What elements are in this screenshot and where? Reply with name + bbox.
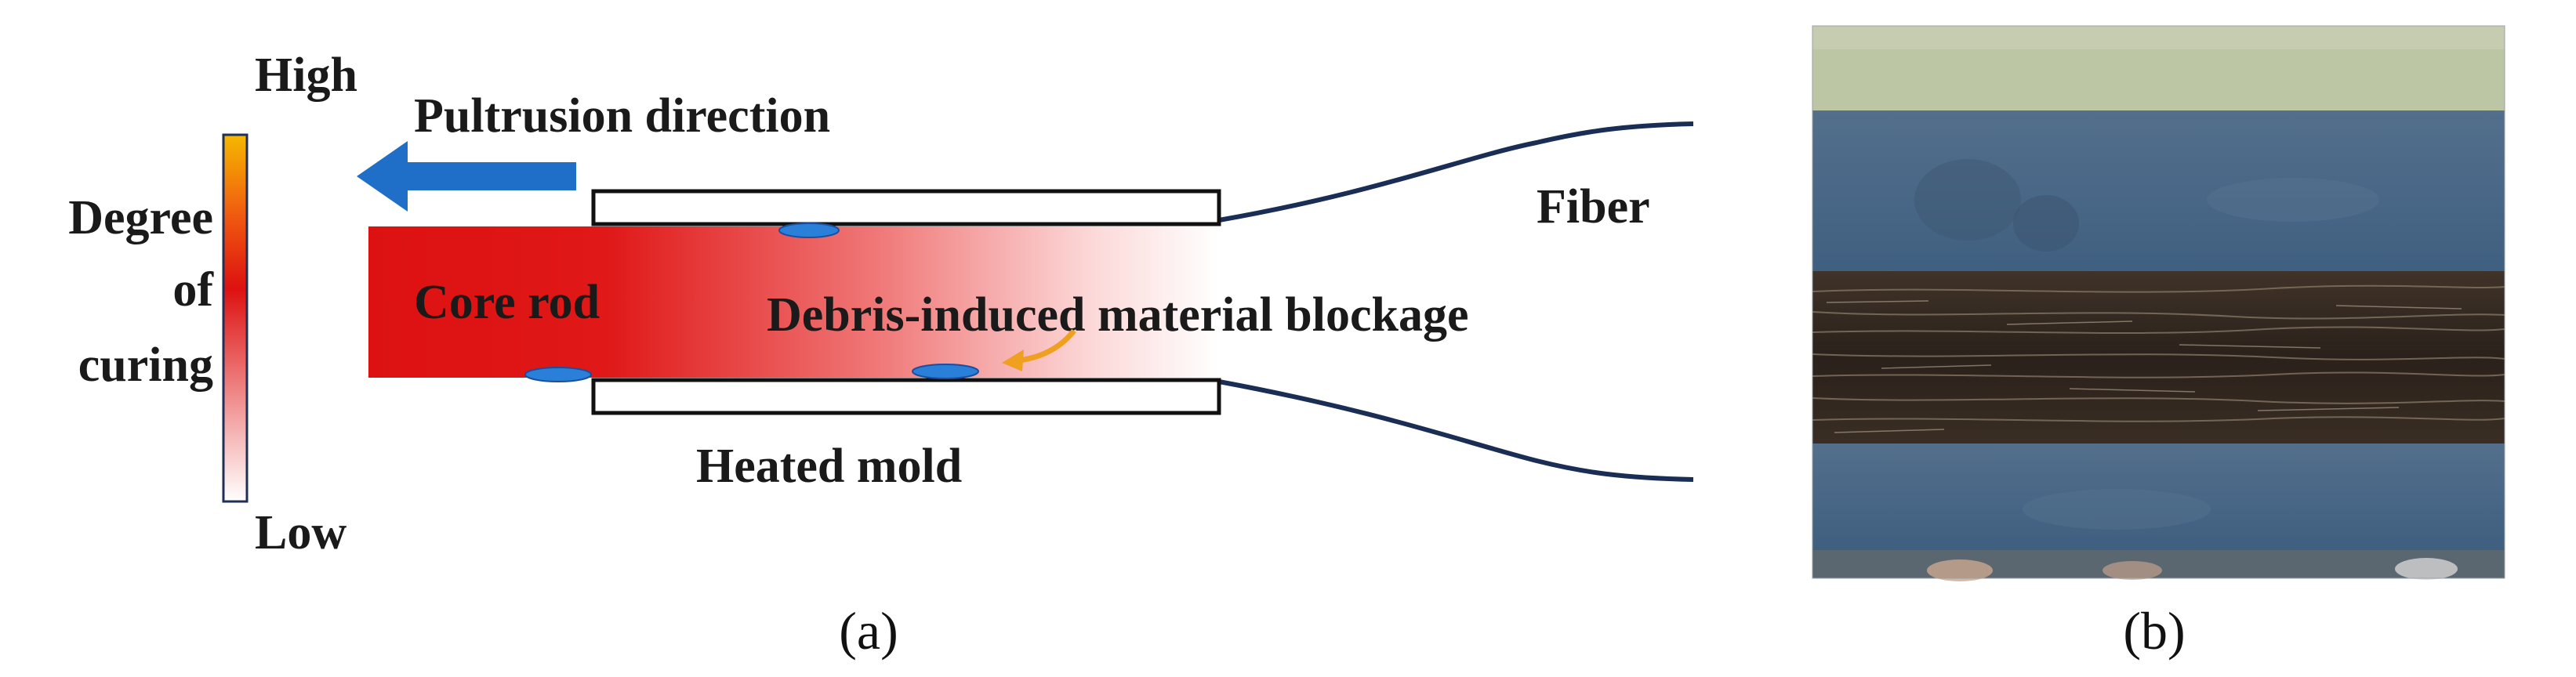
fiber-line-bottom: [1218, 379, 1694, 482]
fiber-line-top: [1218, 121, 1694, 223]
fiber-label: Fiber: [1537, 180, 1650, 234]
photo-mold-plate-bottom: [1812, 443, 2505, 550]
blockage-label: Debris-induced material blockage: [767, 288, 1469, 342]
photo-rod: [1812, 271, 2505, 445]
panel-b-caption: (b): [2123, 601, 2185, 661]
scale-title-line-3: curing: [78, 338, 213, 392]
curing-scale: High Low Degree of curing: [68, 49, 357, 559]
blockage-pointer-arrow-icon: [1018, 328, 1076, 364]
pultrusion-direction-label: Pultrusion direction: [414, 89, 830, 143]
photo-mold-plate-top: [1812, 110, 2505, 278]
mold-plate-top: [591, 189, 1221, 226]
core-rod: [368, 226, 1219, 378]
scale-high-label: High: [255, 49, 357, 102]
panel-a: High Low Degree of curing Pultrusion dir…: [68, 49, 1694, 661]
debris-blob-bottom-left: [524, 367, 592, 382]
pultrusion-arrow-icon: [357, 141, 576, 212]
curing-scale-bar: [222, 133, 249, 503]
panel-b-photo: [1812, 25, 2505, 581]
debris-blob-bottom-right: [912, 364, 979, 379]
scale-low-label: Low: [255, 506, 346, 559]
core-rod-label: Core rod: [414, 276, 600, 329]
blockage-pointer-arrowhead-icon: [1002, 349, 1024, 371]
mold-plate-bottom: [591, 378, 1221, 415]
scale-title-line-1: Degree: [68, 191, 213, 244]
debris-blob-top: [778, 223, 840, 238]
scale-title-line-2: of: [172, 263, 214, 317]
panel-a-caption: (a): [839, 601, 898, 661]
panel-b: (b): [1812, 25, 2505, 661]
heated-mold-label: Heated mold: [696, 440, 962, 493]
